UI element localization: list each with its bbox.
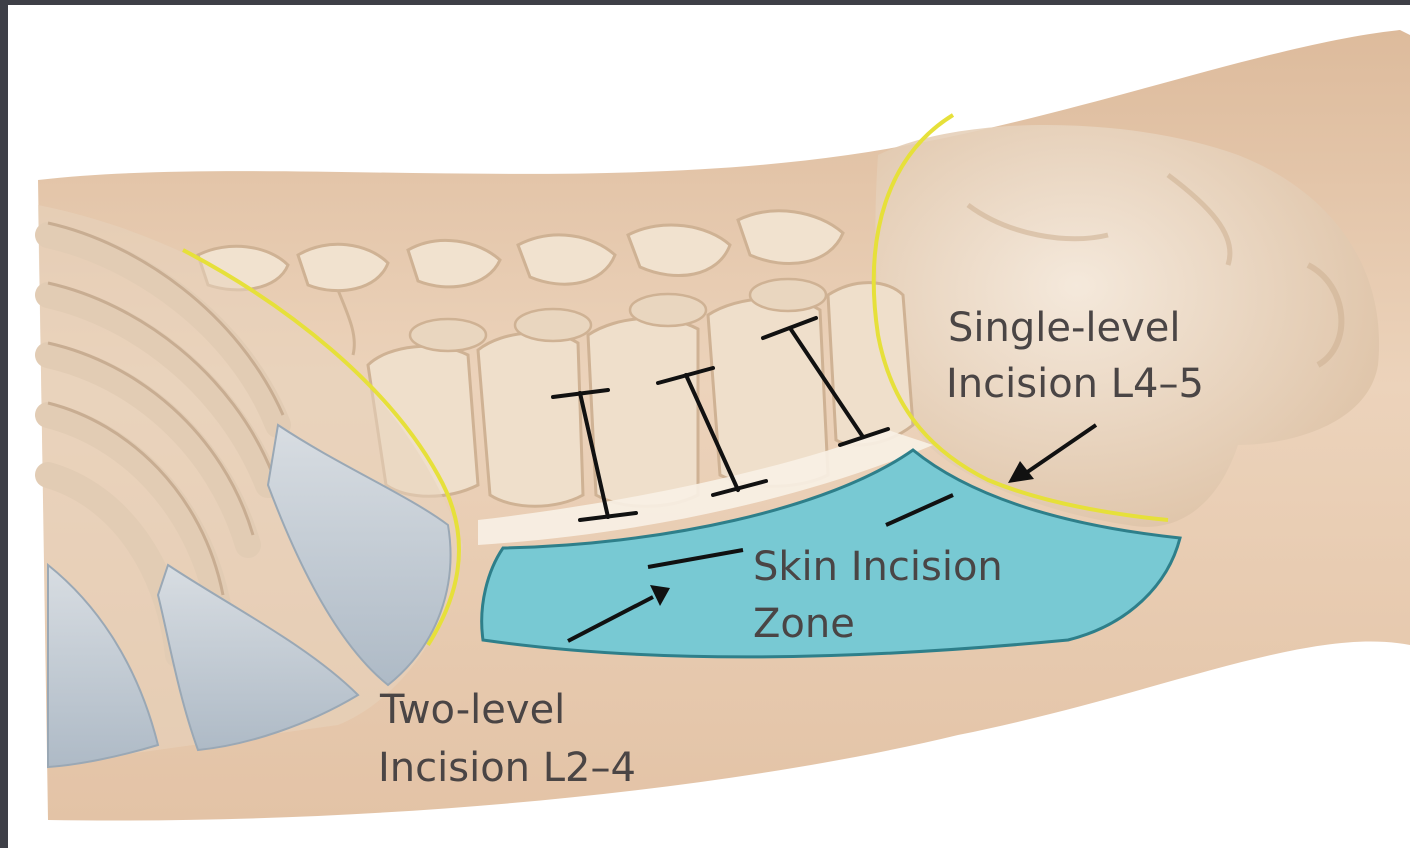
incision-zone-label-line1: Skin Incision bbox=[753, 544, 1003, 590]
incision-zone-label-line2: Zone bbox=[753, 601, 855, 647]
two-level-label-line1: Two-level bbox=[379, 687, 565, 733]
illustration-frame: Single-level Incision L4–5 Skin Incision… bbox=[8, 5, 1410, 848]
two-level-label-line2: Incision L2–4 bbox=[378, 745, 636, 791]
single-level-label-line1: Single-level bbox=[948, 305, 1181, 351]
single-level-label-line2: Incision L4–5 bbox=[946, 361, 1204, 407]
lumbar-spine-illustration: Single-level Incision L4–5 Skin Incision… bbox=[8, 5, 1410, 848]
